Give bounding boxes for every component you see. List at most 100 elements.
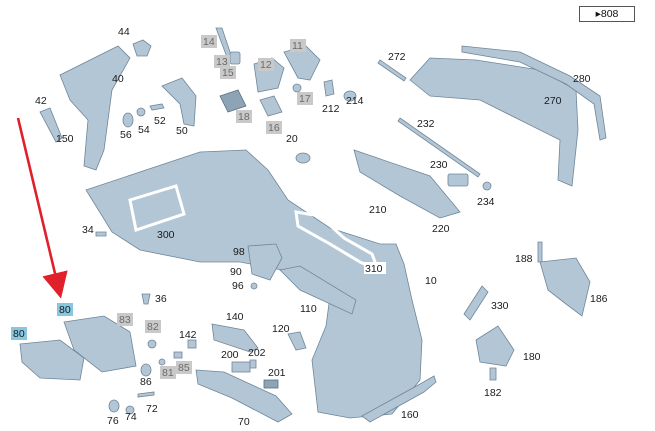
callout-85[interactable]: 85 — [176, 361, 192, 374]
part-188-shape — [537, 241, 543, 263]
callout-34[interactable]: 34 — [82, 224, 94, 236]
part-76-shape — [108, 399, 120, 413]
part-74-shape — [125, 405, 135, 415]
callout-202[interactable]: 202 — [248, 347, 266, 359]
callout-36[interactable]: 36 — [155, 293, 167, 305]
svg-text:160: 160 — [401, 409, 419, 421]
callout-182[interactable]: 182 — [484, 387, 502, 399]
svg-text:17: 17 — [299, 93, 311, 105]
callout-212[interactable]: 212 — [322, 103, 340, 115]
part-85-shape — [173, 351, 183, 359]
callout-81[interactable]: 81 — [160, 366, 176, 379]
callout-98[interactable]: 98 — [233, 246, 245, 258]
callout-160[interactable]: 160 — [401, 409, 419, 421]
callout-12[interactable]: 12 — [258, 58, 274, 71]
callout-310[interactable]: 310 — [364, 262, 386, 275]
svg-text:20: 20 — [286, 133, 298, 145]
part-270-shape — [409, 57, 579, 187]
callout-72[interactable]: 72 — [146, 403, 158, 415]
part-214-shape — [343, 90, 357, 102]
svg-text:50: 50 — [176, 125, 188, 137]
part-202-shape — [249, 359, 257, 369]
svg-text:330: 330 — [491, 300, 509, 312]
part-18-shape — [219, 89, 247, 113]
callout-56[interactable]: 56 — [120, 129, 132, 141]
part-72-shape — [137, 391, 155, 398]
callout-188[interactable]: 188 — [515, 253, 533, 265]
part-40-shape — [59, 45, 131, 171]
part-186-shape — [539, 257, 591, 317]
part-142-shape — [187, 339, 197, 349]
callout-82[interactable]: 82 — [145, 320, 161, 333]
part-98-90-shape — [247, 243, 283, 281]
callout-20[interactable]: 20 — [286, 133, 298, 145]
callout-80-lower[interactable]: 80 — [11, 327, 27, 340]
svg-text:232: 232 — [417, 118, 435, 130]
svg-text:54: 54 — [138, 124, 150, 136]
part-300-outline — [128, 184, 186, 232]
callout-140[interactable]: 140 — [226, 311, 244, 323]
callout-234[interactable]: 234 — [477, 196, 495, 208]
callout-210[interactable]: 210 — [369, 204, 387, 216]
callout-142[interactable]: 142 — [179, 329, 197, 341]
callout-83[interactable]: 83 — [117, 313, 133, 326]
part-56-shape — [122, 112, 134, 128]
callout-150[interactable]: 150 — [56, 133, 74, 145]
callout-18[interactable]: 18 — [236, 110, 252, 123]
callout-80-upper[interactable]: 80 — [57, 303, 73, 316]
callout-70[interactable]: 70 — [238, 416, 250, 428]
svg-text:81: 81 — [162, 367, 174, 379]
callout-230[interactable]: 230 — [430, 159, 448, 171]
callout-76[interactable]: 76 — [107, 415, 119, 427]
svg-text:98: 98 — [233, 246, 245, 258]
part-180-shape — [475, 325, 515, 367]
svg-text:74: 74 — [125, 411, 137, 423]
callout-200[interactable]: 200 — [221, 349, 239, 361]
callout-232[interactable]: 232 — [417, 118, 435, 130]
callout-96[interactable]: 96 — [232, 280, 244, 292]
callout-54[interactable]: 54 — [138, 124, 150, 136]
callout-280[interactable]: 280 — [573, 73, 591, 85]
callout-220[interactable]: 220 — [432, 223, 450, 235]
callout-180[interactable]: 180 — [523, 351, 541, 363]
callout-330[interactable]: 330 — [491, 300, 509, 312]
svg-text:70: 70 — [238, 416, 250, 428]
callout-42[interactable]: 42 — [35, 95, 47, 107]
callout-13[interactable]: 13 — [214, 55, 230, 68]
svg-text:212: 212 — [322, 103, 340, 115]
callout-10[interactable]: 10 — [425, 275, 437, 287]
callout-86[interactable]: 86 — [140, 376, 152, 388]
callout-15[interactable]: 15 — [220, 66, 236, 79]
callout-270[interactable]: 270 — [544, 95, 562, 107]
callout-40[interactable]: 40 — [112, 73, 124, 85]
part-330-shape — [463, 285, 489, 321]
callout-11[interactable]: 11 — [290, 39, 306, 52]
svg-text:180: 180 — [523, 351, 541, 363]
callout-74[interactable]: 74 — [125, 411, 137, 423]
svg-text:36: 36 — [155, 293, 167, 305]
callout-186[interactable]: 186 — [590, 293, 608, 305]
callout-14[interactable]: 14 — [201, 35, 217, 48]
callout-44[interactable]: 44 — [118, 26, 130, 38]
part-13-shape — [229, 51, 241, 65]
callout-90[interactable]: 90 — [230, 266, 242, 278]
part-160-shape — [361, 375, 437, 423]
callout-201[interactable]: 201 — [268, 367, 286, 379]
callout-17[interactable]: 17 — [297, 92, 313, 105]
svg-text:34: 34 — [82, 224, 94, 236]
callout-214[interactable]: 214 — [346, 95, 364, 107]
svg-text:142: 142 — [179, 329, 197, 341]
reference-box[interactable]: ▸808 — [579, 6, 635, 22]
callout-300[interactable]: 300 — [157, 229, 175, 241]
svg-text:200: 200 — [221, 349, 239, 361]
callout-50[interactable]: 50 — [176, 125, 188, 137]
part-110-shape — [279, 265, 357, 315]
callout-110[interactable]: 110 — [300, 303, 317, 315]
svg-text:40: 40 — [112, 73, 124, 85]
callout-52[interactable]: 52 — [154, 115, 166, 127]
callout-16[interactable]: 16 — [266, 121, 282, 134]
part-42-shape — [39, 107, 63, 143]
callout-120[interactable]: 120 — [272, 323, 290, 335]
callout-272[interactable]: 272 — [388, 51, 406, 63]
